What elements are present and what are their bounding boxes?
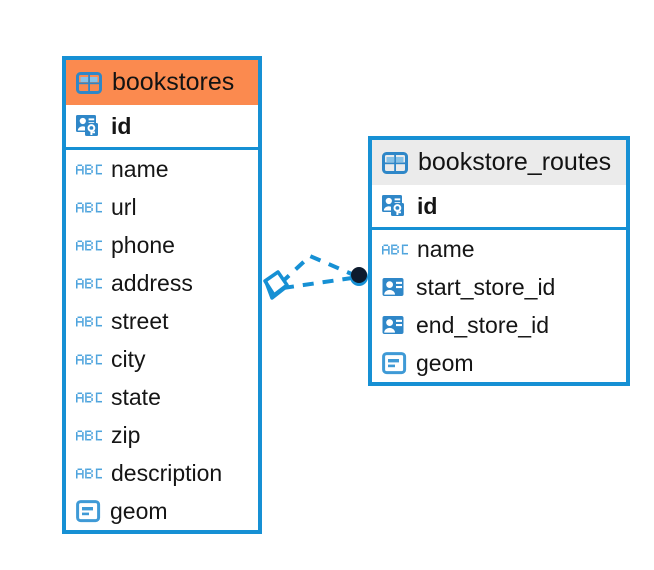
field-row-address[interactable]: address <box>66 264 258 302</box>
field-row-id[interactable]: id <box>372 185 626 230</box>
geometry-icon <box>76 499 101 522</box>
text-abc-icon <box>76 468 102 478</box>
entity-title: bookstore_routes <box>418 148 612 176</box>
filled-circle-marker <box>350 267 368 286</box>
field-label: city <box>111 345 146 372</box>
field-label: end_store_id <box>416 311 549 338</box>
field-label: name <box>111 155 169 182</box>
table-icon <box>382 151 408 174</box>
entity-header-bookstores[interactable]: bookstores <box>66 60 258 105</box>
field-row-geom[interactable]: geom <box>372 344 626 382</box>
field-row-end-store-id[interactable]: end_store_id <box>372 306 626 344</box>
entity-title: bookstores <box>112 68 235 96</box>
field-row-zip[interactable]: zip <box>66 416 258 454</box>
geometry-icon <box>382 351 407 374</box>
entity-header-bookstore-routes[interactable]: bookstore_routes <box>372 140 626 185</box>
primary-key-icon <box>76 115 98 136</box>
field-row-state[interactable]: state <box>66 378 258 416</box>
text-abc-icon <box>382 244 408 254</box>
table-icon <box>76 71 102 94</box>
text-abc-icon <box>76 202 102 212</box>
entity-table-bookstore-routes[interactable]: bookstore_routes id <box>368 136 630 386</box>
field-label: state <box>111 383 161 410</box>
field-label: id <box>417 192 438 219</box>
field-label: name <box>417 235 475 262</box>
entity-table-bookstores[interactable]: bookstores id <box>62 56 262 534</box>
relationship-edge-arc <box>279 253 355 285</box>
text-abc-icon <box>76 392 102 402</box>
field-list-bookstore-routes: id name <box>372 185 626 382</box>
field-label: geom <box>416 349 474 376</box>
text-abc-icon <box>76 354 102 364</box>
field-row-start-store-id[interactable]: start_store_id <box>372 268 626 306</box>
text-abc-icon <box>76 278 102 288</box>
field-row-url[interactable]: url <box>66 188 258 226</box>
relationship-edge-straight <box>282 276 353 290</box>
field-label: geom <box>110 497 168 524</box>
field-row-geom[interactable]: geom <box>66 492 258 530</box>
field-row-street[interactable]: street <box>66 302 258 340</box>
diamond-marker <box>263 270 289 300</box>
field-row-name[interactable]: name <box>372 230 626 268</box>
field-label: zip <box>111 421 141 448</box>
foreign-key-icon <box>382 277 404 296</box>
field-row-phone[interactable]: phone <box>66 226 258 264</box>
field-row-id[interactable]: id <box>66 105 258 150</box>
field-label: street <box>111 307 169 334</box>
field-label: id <box>111 112 132 139</box>
field-label: description <box>111 459 223 486</box>
field-label: start_store_id <box>416 273 556 300</box>
text-abc-icon <box>76 316 102 326</box>
foreign-key-icon <box>382 315 404 334</box>
field-row-name[interactable]: name <box>66 150 258 188</box>
field-row-city[interactable]: city <box>66 340 258 378</box>
field-label: phone <box>111 231 175 258</box>
text-abc-icon <box>76 240 102 250</box>
field-label: address <box>111 269 193 296</box>
primary-key-icon <box>382 195 404 216</box>
text-abc-icon <box>76 430 102 440</box>
text-abc-icon <box>76 164 102 174</box>
field-label: url <box>111 193 137 220</box>
field-list-bookstores: id name <box>66 105 258 530</box>
field-row-description[interactable]: description <box>66 454 258 492</box>
